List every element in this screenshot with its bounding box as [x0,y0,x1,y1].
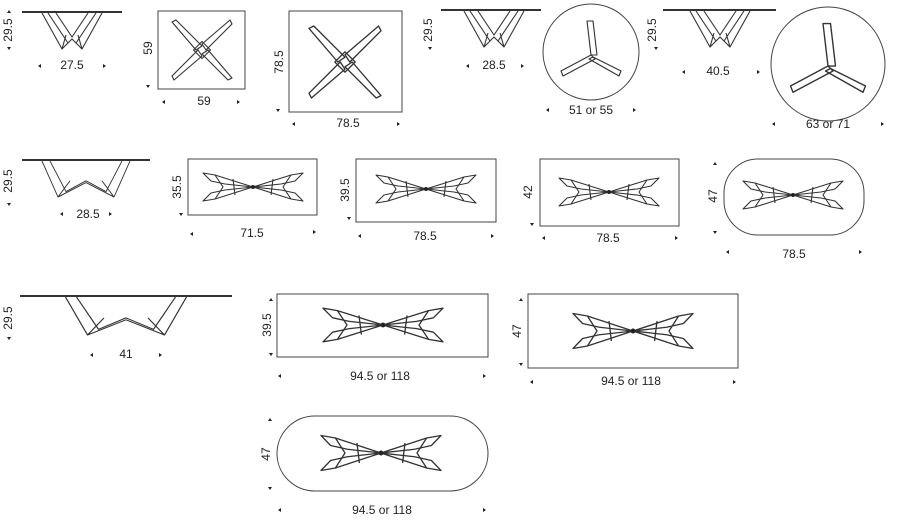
side-view-4: 29.5 28.5 [1,159,150,221]
height-label: 35.5 [170,175,184,199]
width-label: 40.5 [706,64,730,78]
height-label: 47 [510,324,524,338]
side-view-3: 29.5 40.5 [645,9,776,78]
width-label: 78.5 [782,247,806,261]
height-label: 59 [141,41,155,55]
height-label: 39.5 [338,178,352,202]
height-label: 39.5 [260,313,274,337]
width-label: 59 [197,94,211,108]
width-label: 28.5 [482,58,506,72]
width-label: 78.5 [413,229,437,243]
dimension-markers [7,10,884,512]
width-label: 78.5 [596,231,620,245]
rect-table-94a: 39.5 94.5 or 118 [260,293,489,383]
rect-table-78a: 39.5 78.5 [338,158,497,243]
width-label: 41 [119,347,133,361]
height-label: 29.5 [1,169,15,193]
rect-table-71: 35.5 71.5 [170,158,318,240]
height-label: 29.5 [1,306,15,330]
side-view-5: 29.5 41 [1,295,232,361]
round-table-63: 63 or 71 [770,6,886,131]
width-label: 27.5 [60,58,84,72]
height-label: 29.5 [645,18,659,42]
height-label: 42 [521,185,535,199]
oval-table-78: 47 78.5 [706,158,865,261]
height-label: 47 [706,189,720,203]
width-label: 71.5 [240,226,264,240]
height-label: 47 [259,447,273,461]
rect-table-94b: 47 94.5 or 118 [510,293,739,388]
side-view-1: 29.5 27.5 [1,11,122,72]
width-label: 28.5 [76,207,100,221]
width-label: 94.5 or 118 [350,369,410,383]
rect-table-78b: 42 78.5 [521,158,680,245]
oval-table-94: 47 94.5 or 118 [259,415,489,517]
square-table-78: 78.5 78.5 [272,10,403,130]
round-table-51: 51 or 55 [542,3,640,117]
square-table-59: 59 59 [141,10,246,108]
height-label: 78.5 [272,50,286,74]
width-label: 63 or 71 [806,117,850,131]
width-label: 94.5 or 118 [601,374,661,388]
side-view-2: 29.5 28.5 [421,9,541,72]
height-label: 29.5 [421,18,435,42]
width-label: 94.5 or 118 [352,503,412,517]
width-label: 51 or 55 [569,103,613,117]
height-label: 29.5 [1,18,15,42]
width-label: 78.5 [336,116,360,130]
